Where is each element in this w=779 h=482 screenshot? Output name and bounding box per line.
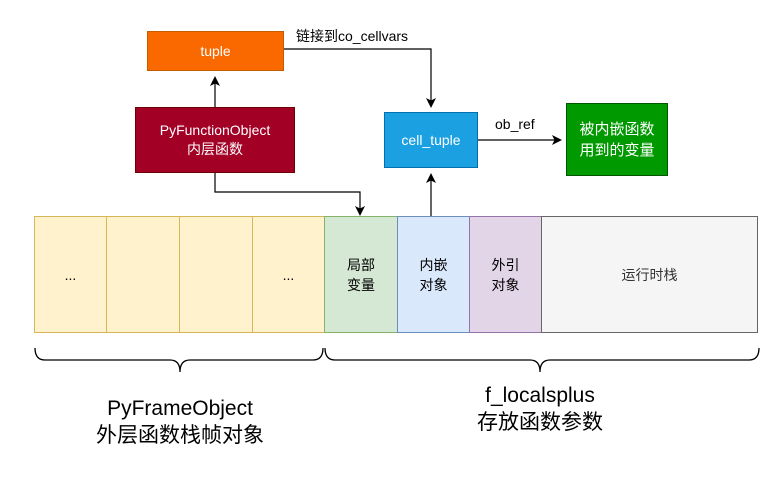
inner-vars-label-line2: 用到的变量 (579, 141, 655, 159)
localsplus-caption-line2: 存放函数参数 (477, 411, 603, 434)
frame-cell-1-text: ... (64, 266, 77, 283)
frame-cell-4-text: ... (282, 266, 295, 283)
local-vars-line1: 局部 (347, 256, 375, 273)
cell-tuple-label: cell_tuple (401, 131, 461, 148)
localsplus-caption: f_localsplus 存放函数参数 (420, 382, 660, 436)
pyfunction-label-line2: 内层函数 (187, 141, 243, 157)
inner-vars-label-line1: 被内嵌函数 (579, 120, 655, 138)
outer-objects-line1: 外引 (491, 256, 520, 273)
frame-cell-3 (179, 216, 253, 333)
edge-function-to-locals (214, 173, 365, 216)
inner-vars-node: 被内嵌函数 用到的变量 (566, 103, 668, 176)
ob-ref-label: ob_ref (495, 116, 535, 132)
pyfunction-label-line1: PyFunctionObject (159, 122, 271, 138)
brace-right (324, 347, 760, 373)
frame-cell-2 (106, 216, 180, 333)
embedded-objects-line1: 内嵌 (419, 256, 448, 273)
link-label: 链接到co_cellvars (296, 28, 409, 44)
runtime-stack-text: 运行时栈 (621, 266, 678, 283)
pyfunction-node: PyFunctionObject 内层函数 (135, 107, 295, 173)
runtime-stack-cell: 运行时栈 (541, 216, 758, 333)
embedded-objects-line2: 对象 (419, 276, 448, 293)
cell-tuple-node: cell_tuple (384, 112, 478, 168)
edge-tuple-to-cell-tuple (284, 48, 436, 108)
pyframe-caption-line2: 外层函数栈帧对象 (96, 424, 264, 447)
localsplus-caption-line1: f_localsplus (485, 384, 595, 407)
frame-cell-4: ... (252, 216, 325, 333)
tuple-node: tuple (147, 31, 284, 71)
local-vars-line2: 变量 (347, 276, 375, 293)
outer-objects-line2: 对象 (491, 276, 520, 293)
outer-objects-cell: 外引 对象 (469, 216, 542, 333)
embedded-objects-cell: 内嵌 对象 (397, 216, 470, 333)
pyframe-caption: PyFrameObject 外层函数栈帧对象 (60, 395, 300, 449)
local-vars-cell: 局部 变量 (324, 216, 398, 333)
brace-left (34, 347, 324, 373)
frame-cell-1: ... (34, 216, 107, 333)
tuple-label: tuple (200, 42, 231, 59)
pyframe-caption-line1: PyFrameObject (107, 397, 253, 420)
